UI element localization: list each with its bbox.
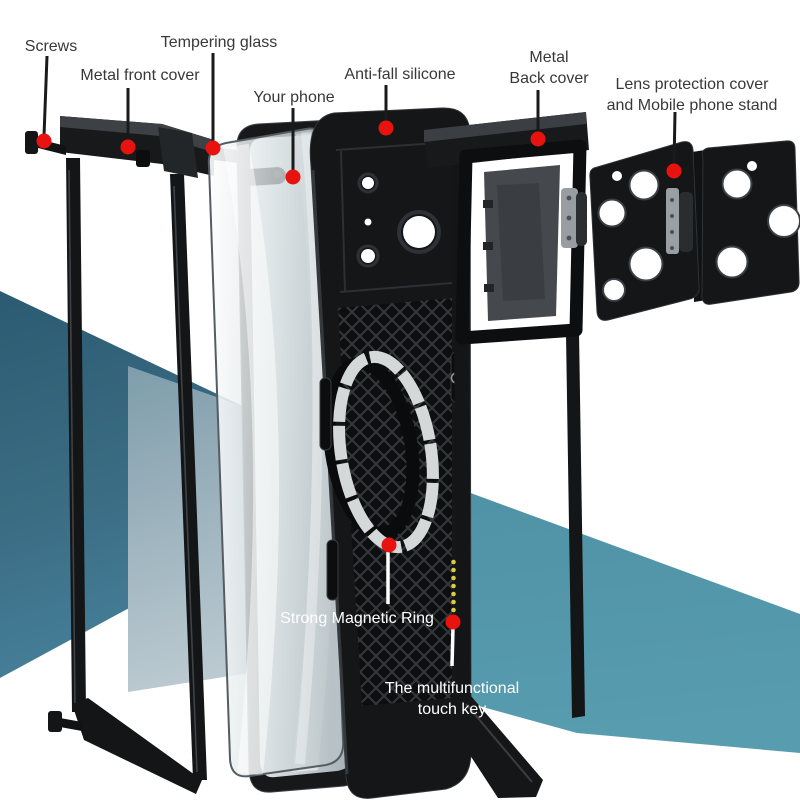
front-cover-right-rail-highlight: [173, 185, 198, 773]
camera-hole-ring: [397, 210, 441, 254]
callout-dot-magnetic-ring: [381, 537, 397, 553]
glass-sheen-2: [295, 131, 323, 765]
stand-hinge-holes: [566, 195, 572, 241]
callout-label-line: Lens protection cover: [615, 76, 769, 93]
callout-label-screws: Screws: [24, 38, 78, 55]
metal-front-cover-part: [25, 116, 302, 794]
callout-dot-silicone: [378, 120, 394, 136]
back-cover-top-bar-facet: [424, 112, 586, 142]
glass-reflections: [223, 131, 323, 776]
callout-label-strong-magnetic-ring: Strong Magnetic Ring: [280, 610, 434, 627]
callout-label-anti-fall-silicone: Anti-fall silicone: [344, 66, 456, 83]
camera-hole-large: [403, 216, 435, 248]
background-band-teal-right: [408, 470, 800, 753]
camera-hole-small-2: [364, 218, 372, 226]
back-cover-kickstand-foot: [451, 696, 543, 798]
lens-cover-hinge-holes: [670, 198, 674, 250]
camera-hole-small-3: [361, 249, 375, 263]
volume-button: [319, 377, 332, 451]
magnetic-ring: [322, 350, 439, 554]
callout-dot-screws: [36, 133, 52, 149]
front-cover-top-bar-facet: [60, 116, 214, 150]
stand-hinge-knuckle: [576, 192, 587, 246]
lens-holes-right: [715, 161, 800, 279]
tempering-glass-part: [207, 127, 345, 778]
callout-dot-lens-cover: [666, 163, 682, 179]
callout-label-line: touch key: [417, 701, 487, 718]
lens-cover-hinge-plate: [666, 188, 679, 254]
kickstand-notches: [483, 200, 494, 292]
callout-label-line: and Mobile phone stand: [606, 97, 778, 114]
callout-dot-back-cover: [530, 131, 546, 147]
anti-fall-silicone-part: [309, 107, 472, 799]
callout-label-line: The multifunctional: [384, 680, 520, 697]
magnetic-ring-segments: [333, 350, 439, 554]
callout-label-touch-key: The multifunctional touch key: [385, 678, 519, 720]
callout-label-your-phone: Your phone: [253, 89, 335, 106]
front-cover-screw-boss: [136, 150, 150, 167]
camera-hole-ring-2: [357, 172, 379, 194]
glass-sheen-1: [223, 143, 280, 776]
screw-bottom-shaft: [60, 718, 82, 731]
callout-label-line: Metal: [529, 49, 569, 66]
callout-dot-glass: [205, 140, 221, 156]
lens-holes-left: [597, 169, 664, 302]
lens-protection-part: [589, 140, 800, 321]
callout-label-lens-protection: Lens protection cover and Mobile phone s…: [607, 74, 778, 116]
metal-back-cover-part: [424, 112, 589, 798]
camera-hole-small-1: [362, 177, 374, 189]
callout-dots: [36, 120, 682, 630]
camera-hole-ring-3: [356, 244, 380, 268]
callout-label-metal-front-cover: Metal front cover: [80, 67, 200, 84]
screw-top-head: [25, 131, 38, 154]
callout-lines-light: [386, 551, 455, 667]
front-cover-bottom-rail: [72, 698, 202, 794]
callout-dot-phone: [285, 169, 301, 185]
lens-cover-plate-left: [589, 141, 700, 321]
camera-square-frame: [455, 139, 587, 345]
callout-dot-touch-key: [445, 614, 461, 630]
screw-bottom-head: [48, 711, 62, 732]
mute-button: [326, 539, 339, 601]
callout-lines-dark: [42, 53, 677, 172]
kickstand-plate-inner: [496, 182, 546, 302]
front-cover-left-rail-highlight: [68, 169, 76, 706]
back-cover-right-rail: [566, 332, 585, 718]
lens-cover-hinge-knuckle: [679, 192, 693, 252]
callout-label-tempering-glass: Tempering glass: [160, 34, 278, 51]
foot-highlight: [465, 703, 533, 783]
callout-label-line: Back cover: [509, 70, 589, 87]
callout-label-metal-back-cover: Metal Back cover: [509, 47, 588, 89]
front-cover-corner-block: [158, 127, 198, 178]
callout-dot-front-cover: [120, 139, 136, 155]
